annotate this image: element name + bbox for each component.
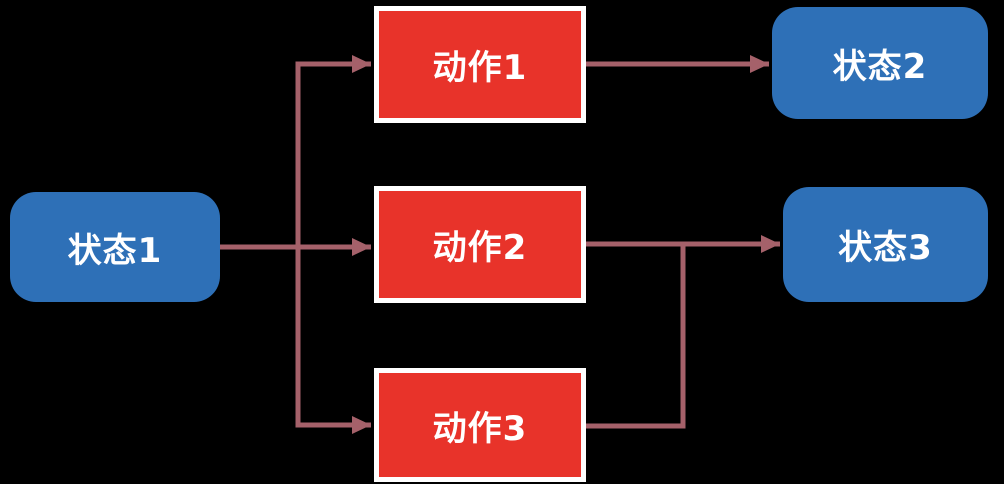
node-state2-label: 状态2: [832, 46, 928, 87]
edge-action3-state3: [586, 244, 686, 429]
edge-state1-action1: [220, 55, 371, 250]
node-action1: 动作1: [374, 6, 586, 123]
node-state1-label: 状态1: [67, 230, 163, 271]
node-state1: 状态1: [10, 192, 220, 302]
node-state2: 状态2: [772, 7, 988, 119]
node-action1-label: 动作1: [432, 48, 528, 88]
node-action3: 动作3: [374, 368, 586, 482]
node-action2-label: 动作2: [432, 228, 528, 268]
node-action3-label: 动作3: [432, 408, 528, 449]
edge-state1-action3: [220, 244, 371, 434]
node-state3: 状态3: [783, 187, 988, 302]
node-action2: 动作2: [374, 186, 586, 303]
node-state3-label: 状态3: [838, 228, 933, 268]
